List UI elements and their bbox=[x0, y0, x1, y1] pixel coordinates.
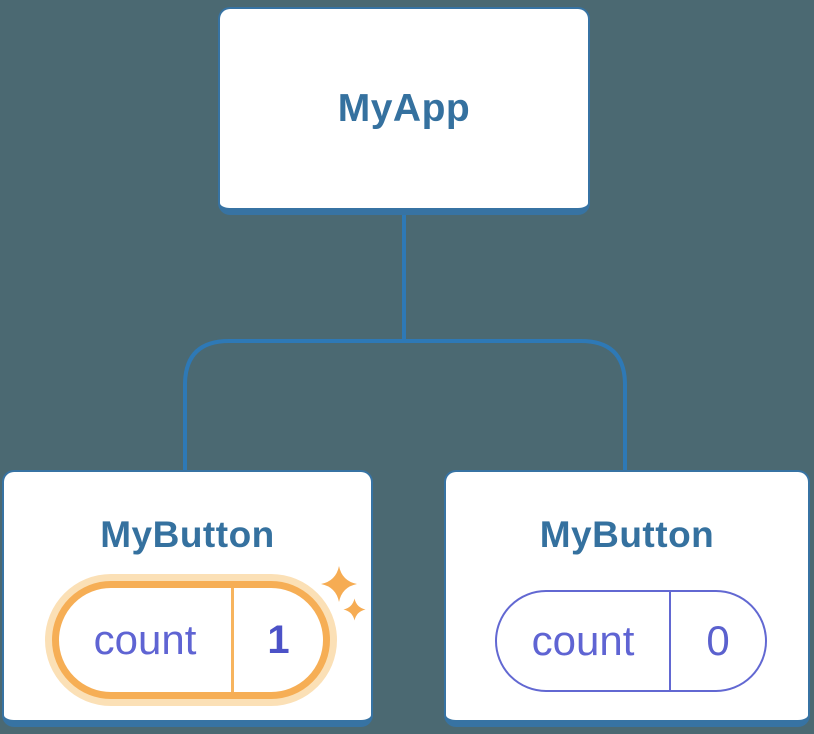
state-value-cell: 0 bbox=[671, 592, 765, 690]
mybutton-node-right: MyButton count 0 bbox=[444, 470, 810, 727]
myapp-node: MyApp bbox=[218, 7, 590, 215]
mybutton-node-left: MyButton count 1 bbox=[2, 470, 373, 727]
state-key-label: count bbox=[93, 616, 197, 663]
mybutton-right-label: MyButton bbox=[539, 514, 715, 555]
state-key-cell: count bbox=[59, 588, 234, 692]
state-pill-count-1: count 1 bbox=[52, 581, 330, 699]
state-value-cell: 1 bbox=[234, 588, 323, 692]
state-key-label: count bbox=[531, 617, 635, 664]
sparkle-icon bbox=[321, 566, 366, 621]
state-key-cell: count bbox=[497, 592, 671, 690]
children-bracket-line bbox=[183, 339, 627, 475]
state-value-label: 0 bbox=[706, 617, 730, 664]
mybutton-left-label: MyButton bbox=[100, 514, 275, 555]
state-value-label: 1 bbox=[267, 617, 290, 662]
state-pill-count-0: count 0 bbox=[495, 590, 767, 692]
myapp-node-label: MyApp bbox=[337, 86, 471, 130]
